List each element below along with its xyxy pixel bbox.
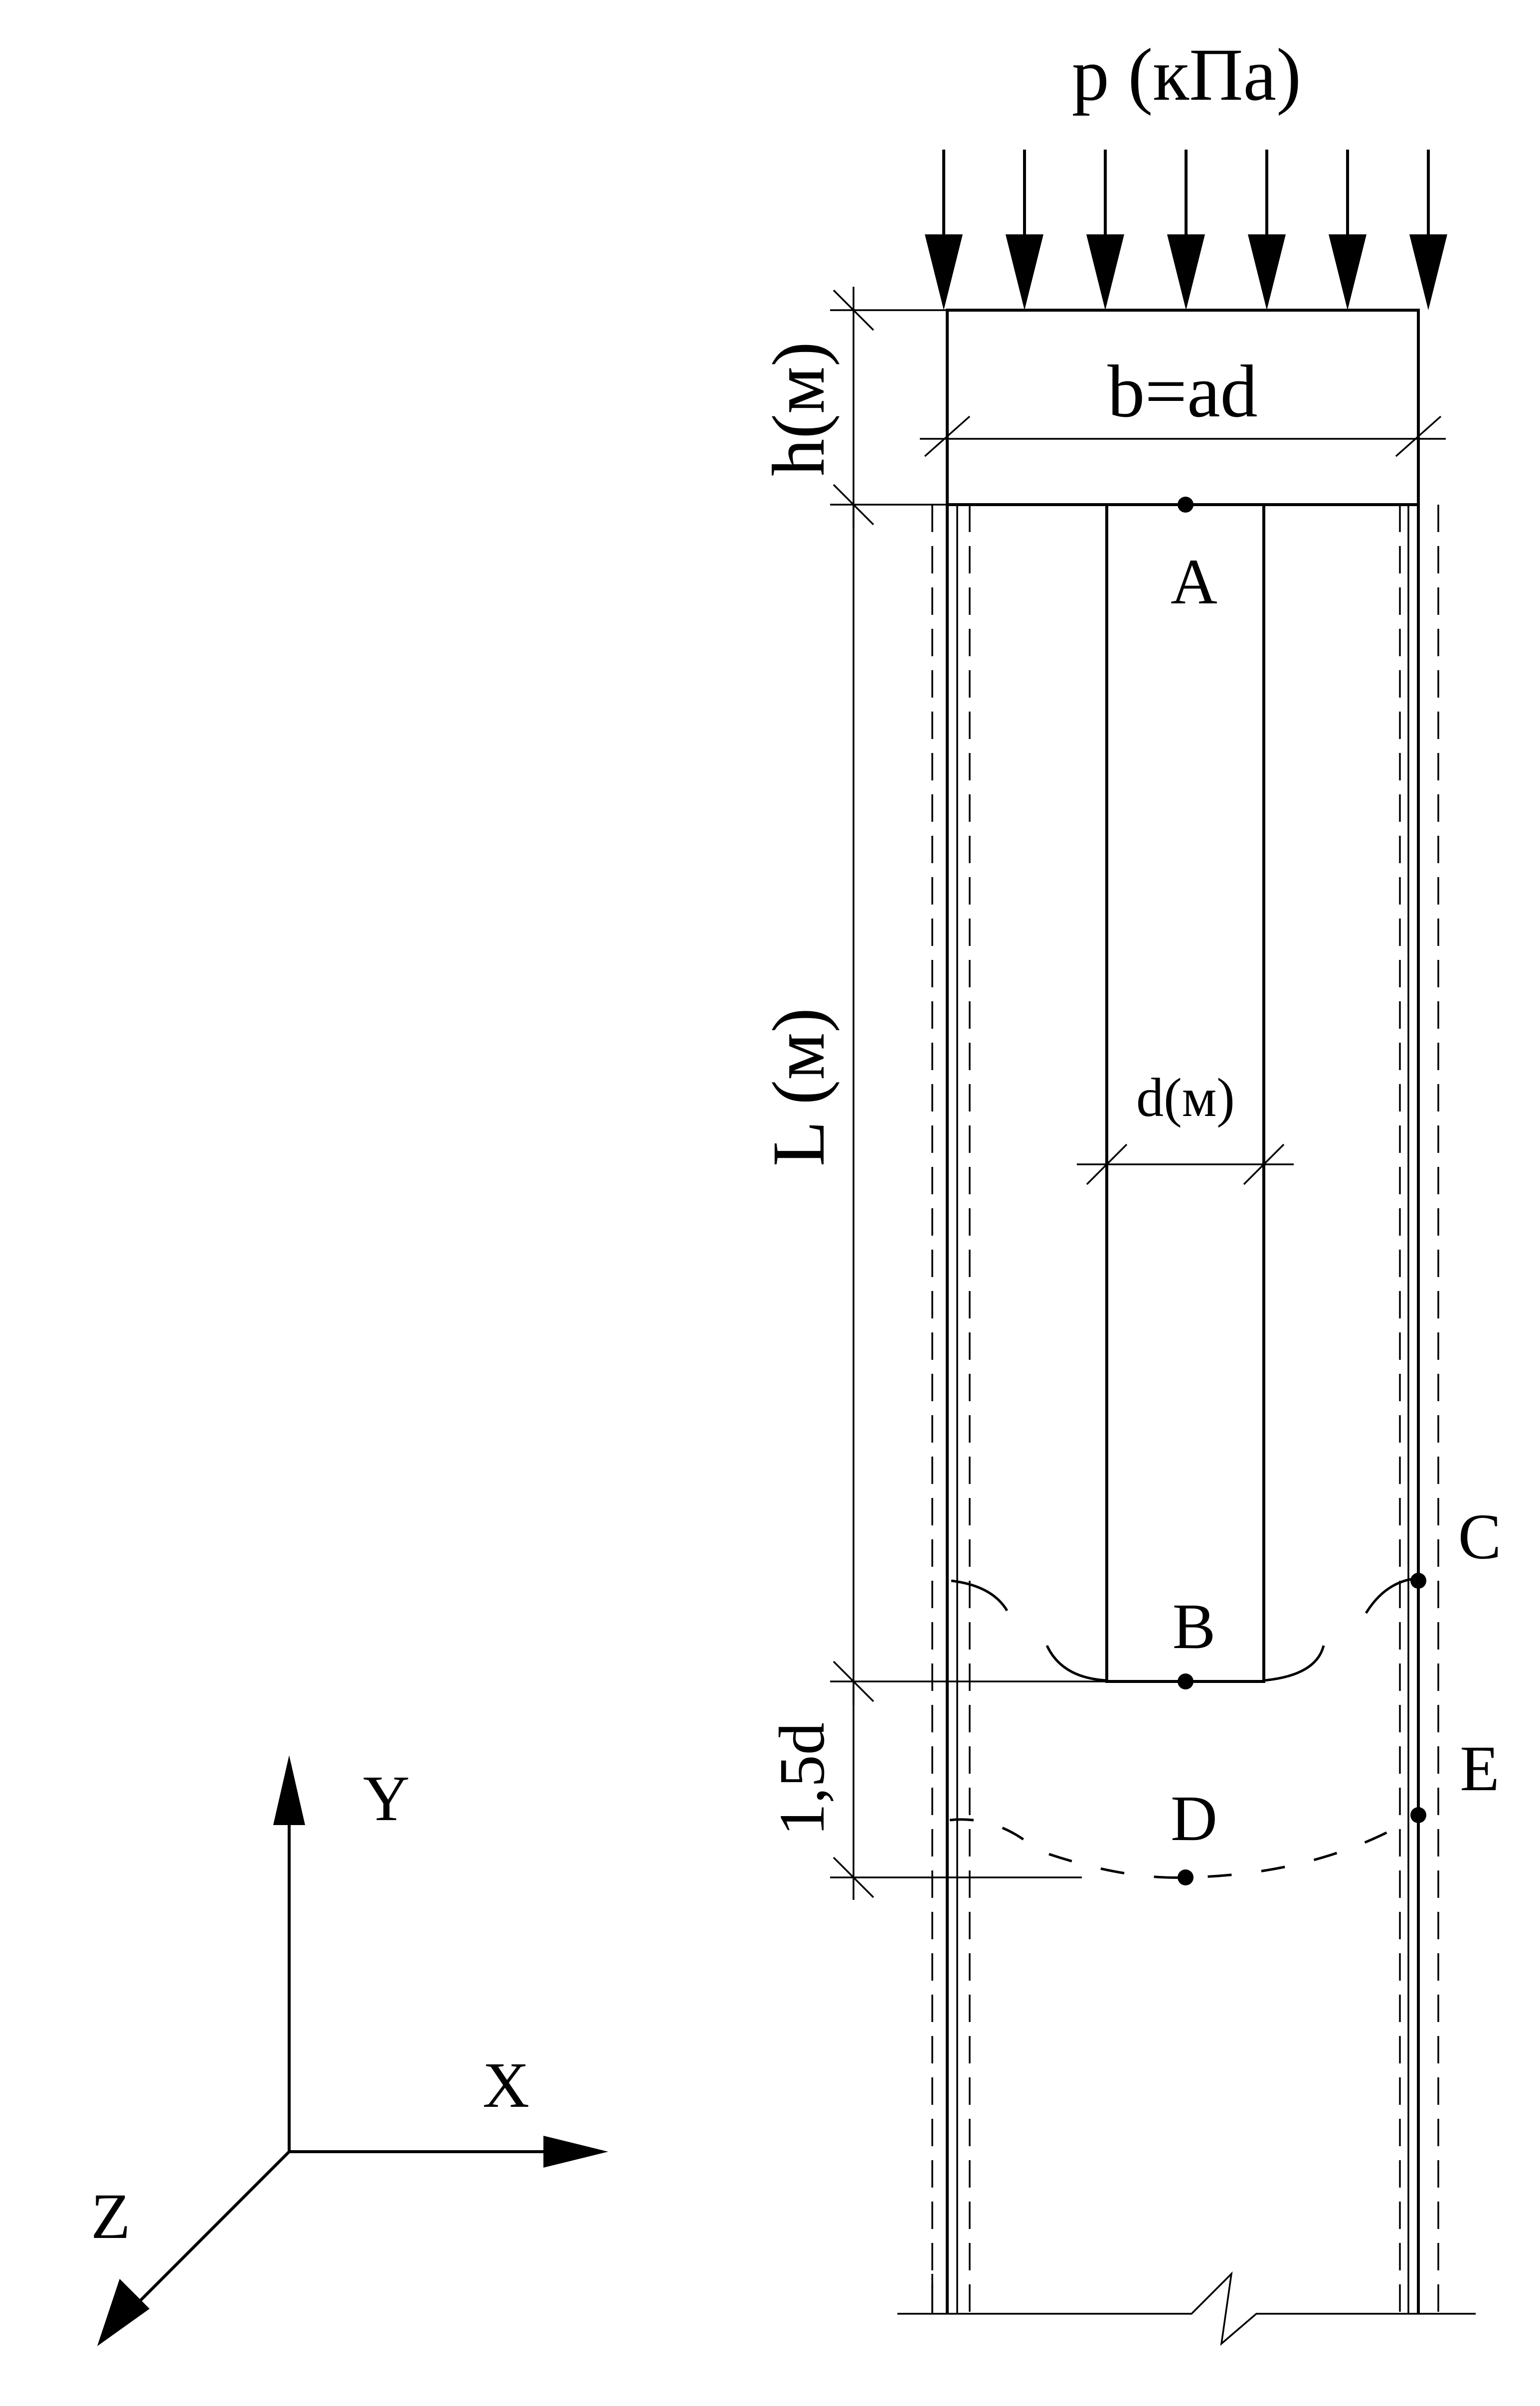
distributed-load-arrows (925, 150, 1447, 310)
lower-zone-arc (949, 1814, 1419, 1879)
cap-height-label: h(м) (757, 342, 840, 476)
point-c-marker (1410, 1573, 1426, 1589)
load-arrow (1086, 150, 1124, 310)
cap-width-dimension (920, 415, 1446, 457)
break-line (897, 2271, 1476, 2346)
load-arrow (1248, 150, 1286, 310)
z-axis-label: Z (91, 2181, 130, 2252)
point-d-marker (1178, 1869, 1194, 1885)
point-e-label: E (1460, 1733, 1499, 1805)
load-arrow (1006, 150, 1043, 310)
point-a-marker (1178, 497, 1194, 513)
load-arrow (925, 150, 963, 310)
point-b-label: B (1173, 1591, 1216, 1663)
y-axis-label: Y (363, 1763, 410, 1835)
depth-label: 1,5d (766, 1722, 838, 1836)
point-d-label: D (1171, 1783, 1217, 1854)
soil-boundary-right (1399, 505, 1439, 2314)
x-axis-label: X (483, 2049, 529, 2121)
point-e-marker (1410, 1807, 1426, 1823)
z-axis (128, 2150, 291, 2313)
load-arrow (1167, 150, 1205, 310)
pile-diameter-dimension (1077, 1143, 1294, 1185)
soil-boundary-left (931, 505, 971, 2314)
length-label: L (м) (757, 1008, 840, 1166)
diameter-label: d(м) (1136, 1067, 1235, 1128)
depth-dimension (830, 1681, 1082, 1900)
point-b-marker (1178, 1673, 1194, 1689)
z-axis-arrowhead (97, 2279, 150, 2346)
coordinate-axes (97, 1755, 608, 2346)
load-arrow (1409, 150, 1447, 310)
point-a-label: A (1171, 546, 1217, 618)
cap-height-dimension (830, 287, 947, 529)
cap-width-label: b=ad (1107, 350, 1257, 433)
y-axis-arrowhead (273, 1755, 305, 1825)
point-c-label: C (1458, 1501, 1502, 1573)
pile-length-dimension (830, 505, 1107, 1705)
x-axis-arrowhead (543, 2136, 608, 2168)
load-label: p (кПа) (1072, 33, 1301, 116)
load-arrow (1329, 150, 1367, 310)
